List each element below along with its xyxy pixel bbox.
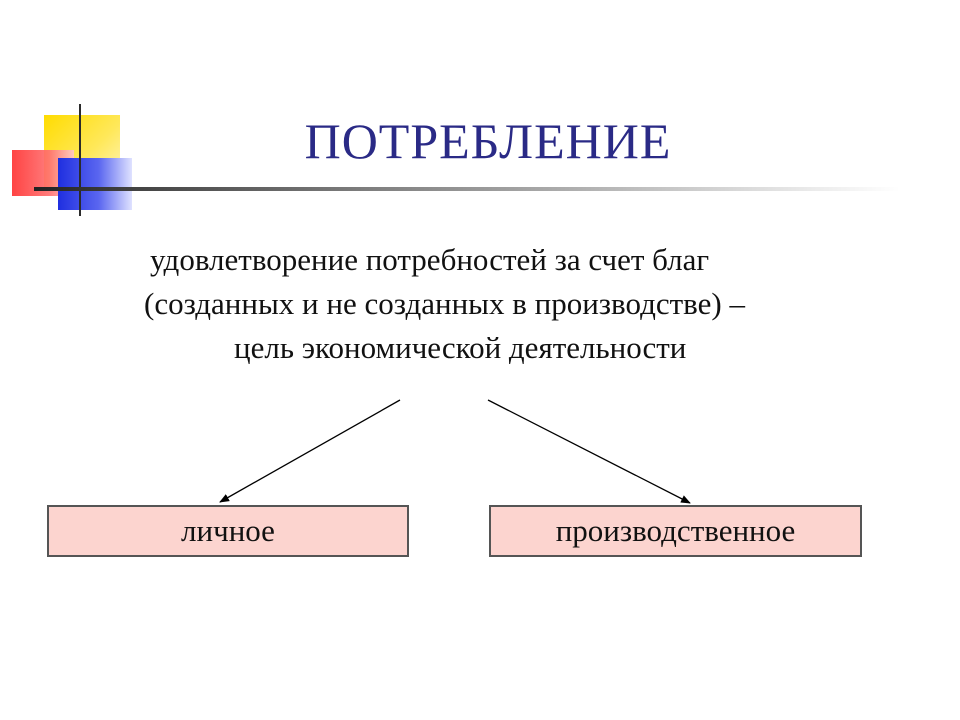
definition-line-3: цель экономической деятельности (234, 330, 687, 365)
personal-consumption-box: личное (47, 505, 409, 557)
production-consumption-box: производственное (489, 505, 862, 557)
blue-square-decoration (58, 158, 132, 210)
slide-title: ПОТРЕБЛЕНИЕ (304, 113, 672, 169)
definition-line-1: удовлетворение потребностей за счет благ (150, 242, 710, 277)
definition-line-2: (созданных и не созданных в производстве… (144, 286, 745, 321)
production-consumption-label: производственное (555, 513, 796, 548)
arrow-to-production (487, 399, 691, 504)
arrow-to-personal (219, 399, 401, 503)
vertical-divider-line (79, 104, 81, 216)
title-underline (34, 187, 900, 191)
personal-consumption-label: личное (181, 513, 275, 548)
definition-text: удовлетворение потребностей за счет благ… (144, 238, 890, 370)
